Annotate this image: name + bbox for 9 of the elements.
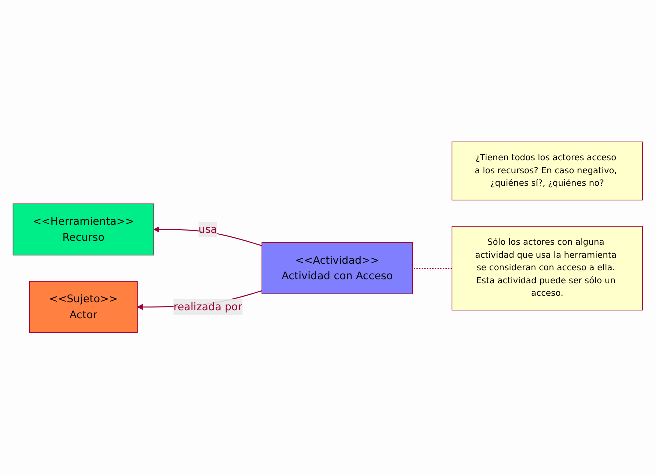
arrow <box>154 226 263 246</box>
connector <box>412 268 453 269</box>
node-box <box>452 142 644 201</box>
edge-label: usa <box>198 223 218 236</box>
node-box <box>12 204 154 256</box>
node-box <box>452 226 644 311</box>
node-box <box>262 242 414 294</box>
node-box <box>29 281 138 334</box>
edge-label: realizada por <box>174 300 242 314</box>
